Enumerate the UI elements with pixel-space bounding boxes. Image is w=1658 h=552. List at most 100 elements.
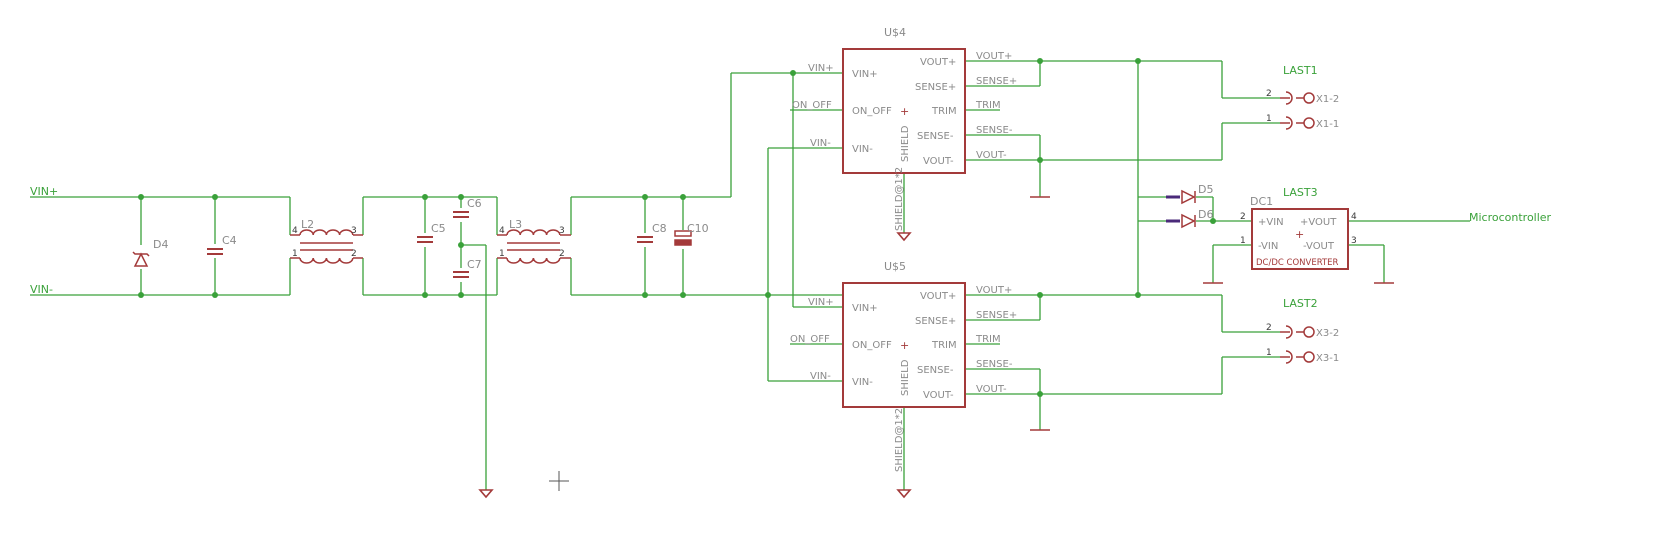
x3-pin2-number: 2 bbox=[1266, 323, 1272, 333]
u4-net-sense-plus: SENSE+ bbox=[976, 76, 1017, 87]
u4-pin-vin-minus: VIN- bbox=[852, 144, 873, 155]
capacitor-c4 bbox=[207, 248, 223, 255]
u5-net-vin-plus: VIN+ bbox=[808, 297, 834, 308]
net-label-microcontroller: Microcontroller bbox=[1469, 211, 1552, 224]
u5-net-vout-minus: VOUT- bbox=[976, 384, 1007, 395]
u4-net-on-off: ON_OFF bbox=[792, 100, 832, 111]
common-mode-choke-l2 bbox=[290, 229, 363, 264]
u5-net-sense-plus: SENSE+ bbox=[976, 310, 1017, 321]
dc1-pin-vout-minus: -VOUT bbox=[1303, 241, 1335, 252]
electrolytic-capacitor-c10 bbox=[674, 230, 692, 246]
dc1-pin-vout-plus: +VOUT bbox=[1300, 217, 1337, 228]
u5-pin-on-off: ON_OFF bbox=[852, 340, 892, 351]
u5-net-vout-plus: VOUT+ bbox=[976, 285, 1012, 296]
u4-pin-sense-plus: SENSE+ bbox=[915, 82, 956, 93]
l2-pin4: 4 bbox=[292, 226, 298, 236]
u4-net-vout-minus: VOUT- bbox=[976, 150, 1007, 161]
x3-1-label: X3-1 bbox=[1316, 353, 1339, 364]
x1-pin1-number: 1 bbox=[1266, 114, 1272, 124]
u5-pin-vin-plus: VIN+ bbox=[852, 303, 878, 314]
u4-net-vin-minus: VIN- bbox=[810, 138, 831, 149]
u5-pin-trim: TRIM bbox=[931, 340, 957, 351]
capacitor-c6 bbox=[453, 211, 469, 218]
u5-pin-vin-minus: VIN- bbox=[852, 377, 873, 388]
u4-pin-vout-minus: VOUT- bbox=[923, 156, 954, 167]
capacitor-c7 bbox=[453, 271, 469, 278]
connector-x3 bbox=[1280, 325, 1315, 364]
c7-label: C7 bbox=[467, 258, 482, 271]
c5-label: C5 bbox=[431, 222, 446, 235]
u5-pin-vout-plus: VOUT+ bbox=[920, 291, 956, 302]
zener-diode-d4: D4 bbox=[132, 238, 168, 267]
u5-pin-vout-minus: VOUT- bbox=[923, 390, 954, 401]
u5-net-trim: TRIM bbox=[975, 334, 1001, 345]
c10-label: C10 bbox=[687, 222, 709, 235]
u4-net-sense-minus: SENSE- bbox=[976, 125, 1013, 136]
x1-1-label: X1-1 bbox=[1316, 119, 1339, 130]
u4-net-shield: SHIELD@1*2 bbox=[894, 167, 905, 231]
last1-label: LAST1 bbox=[1283, 64, 1318, 77]
last2-label: LAST2 bbox=[1283, 297, 1318, 310]
capacitor-c8 bbox=[637, 236, 653, 243]
l3-pin2: 2 bbox=[559, 249, 565, 259]
last3-label: LAST3 bbox=[1283, 186, 1318, 199]
u4-origin-cross: + bbox=[900, 105, 909, 118]
dc1-pin-vin-minus: -VIN bbox=[1258, 241, 1278, 252]
l3-pin3: 3 bbox=[559, 226, 565, 236]
dc1-pin-vin-plus: +VIN bbox=[1258, 217, 1284, 228]
u5-pin-sense-minus: SENSE- bbox=[917, 365, 954, 376]
u4-pin-trim: TRIM bbox=[931, 106, 957, 117]
u5-net-sense-minus: SENSE- bbox=[976, 359, 1013, 370]
junction-dots bbox=[138, 58, 1216, 397]
u4-pin-vin-plus: VIN+ bbox=[852, 69, 878, 80]
dc1-pin-number-4: 4 bbox=[1351, 212, 1357, 222]
common-mode-choke-l3 bbox=[497, 229, 571, 264]
dc1-caption: DC/DC CONVERTER bbox=[1256, 258, 1339, 268]
x1-pin2-number: 2 bbox=[1266, 89, 1272, 99]
u4-pin-on-off: ON_OFF bbox=[852, 106, 892, 117]
u5-pin-sense-plus: SENSE+ bbox=[915, 316, 956, 327]
u5-pin-shield: SHIELD bbox=[900, 359, 911, 396]
l3-pin4: 4 bbox=[499, 226, 505, 236]
converter-module-u4: U$4 VIN+ ON_OFF VIN- VOUT+ SENSE+ TRIM S… bbox=[842, 26, 966, 174]
u4-pin-sense-minus: SENSE- bbox=[917, 131, 954, 142]
c6-label: C6 bbox=[467, 197, 482, 210]
capacitor-c5 bbox=[417, 236, 433, 243]
u4-net-vout-plus: VOUT+ bbox=[976, 51, 1012, 62]
diode-d6 bbox=[1166, 213, 1196, 229]
dc1-label: DC1 bbox=[1250, 195, 1273, 208]
x3-pin1-number: 1 bbox=[1266, 348, 1272, 358]
u5-net-on-off: ON_OFF bbox=[790, 334, 830, 345]
l2-pin2: 2 bbox=[351, 249, 357, 259]
diode-d5 bbox=[1166, 189, 1196, 205]
dc1-origin-cross: + bbox=[1295, 228, 1304, 241]
l3-label: L3 bbox=[509, 218, 522, 231]
d5-label: D5 bbox=[1198, 183, 1213, 196]
l2-label: L2 bbox=[301, 218, 314, 231]
l3-pin1: 1 bbox=[499, 249, 505, 259]
wires bbox=[30, 60, 1470, 490]
u5-name: U$5 bbox=[884, 260, 906, 273]
dc1-pin-number-3: 3 bbox=[1351, 236, 1357, 246]
u4-name: U$4 bbox=[884, 26, 906, 39]
net-label-vin-plus: VIN+ bbox=[30, 185, 58, 198]
dc-dc-converter-dc1: +VIN -VIN +VOUT -VOUT DC/DC CONVERTER + bbox=[1251, 208, 1349, 270]
u5-net-shield: SHIELD@1*2 bbox=[894, 408, 905, 472]
u4-pin-vout-plus: VOUT+ bbox=[920, 57, 956, 68]
u4-net-vin-plus: VIN+ bbox=[808, 63, 834, 74]
u4-net-trim: TRIM bbox=[975, 100, 1001, 111]
l2-pin3: 3 bbox=[351, 226, 357, 236]
u4-pin-shield: SHIELD bbox=[900, 125, 911, 162]
ground-symbols bbox=[478, 196, 1394, 499]
converter-module-u5: U$5 VIN+ ON_OFF VIN- VOUT+ SENSE+ TRIM S… bbox=[842, 260, 966, 408]
dc1-pin-number-2: 2 bbox=[1240, 212, 1246, 222]
x1-2-label: X1-2 bbox=[1316, 94, 1339, 105]
l2-pin1: 1 bbox=[292, 249, 298, 259]
u5-origin-cross: + bbox=[900, 339, 909, 352]
d6-label: D6 bbox=[1198, 208, 1213, 221]
connector-x1 bbox=[1280, 91, 1315, 130]
u5-net-vin-minus: VIN- bbox=[810, 371, 831, 382]
c4-label: C4 bbox=[222, 234, 237, 247]
d4-label: D4 bbox=[153, 238, 168, 251]
